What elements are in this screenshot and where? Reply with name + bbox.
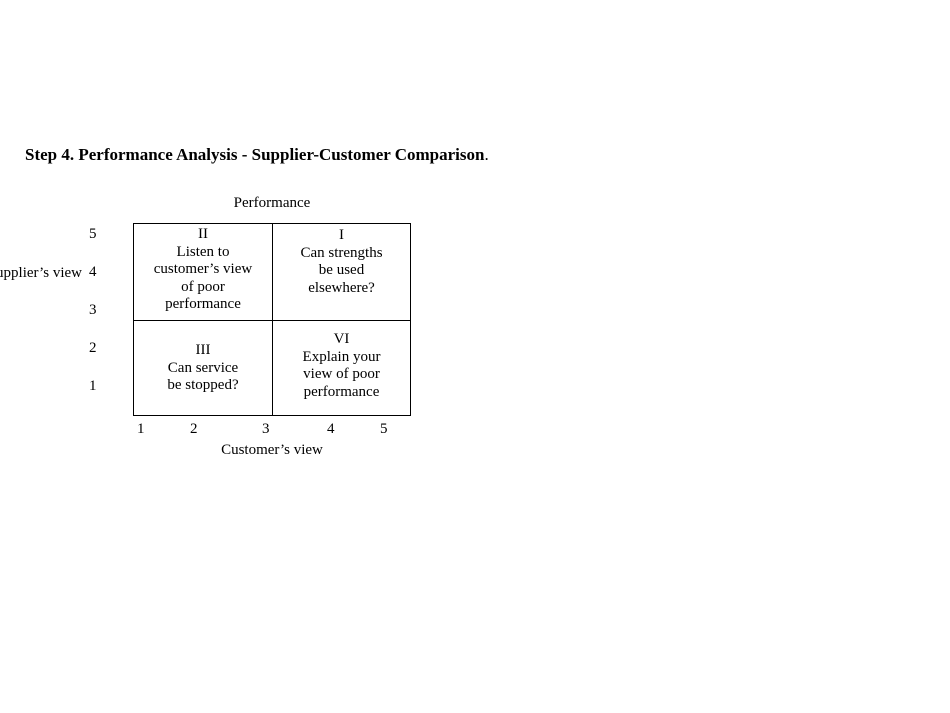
quadrant-text-line: elsewhere? [308,279,375,296]
quadrant-ii: II Listen to customer’s view of poor per… [134,226,272,314]
quadrant-text-line: Can strengths [300,244,383,261]
y-tick-2: 2 [89,340,97,356]
y-tick-4: 4 [89,264,97,280]
y-tick-5: 5 [89,226,97,242]
quadrant-text-line: of poor [181,278,225,295]
quadrant-text-line: customer’s view [153,261,253,277]
quadrant-grid: II Listen to customer’s view of poor per… [133,223,411,416]
x-tick-4: 4 [327,421,335,437]
quadrant-text-line: Listen to [176,243,230,260]
quadrant-iii: III Can service be stopped? [134,342,272,395]
quadrant-numeral: I [339,227,344,243]
quadrant-text-line: performance [303,383,380,400]
quadrant-text-line: view of poor [303,366,380,382]
title-text: Step 4. Performance Analysis - Supplier-… [25,145,485,164]
horizontal-divider [134,320,410,321]
quadrant-text-line: Can service [167,359,239,376]
vertical-divider [272,224,273,415]
x-tick-1: 1 [137,421,145,437]
quadrant-text-line: Explain your [302,348,381,365]
title-suffix: . [484,145,489,164]
quadrant-i: I Can strengths be used elsewhere? [273,227,410,297]
y-tick-1: 1 [89,378,97,394]
x-tick-2: 2 [190,421,198,437]
y-tick-3: 3 [89,302,97,318]
quadrant-text-line: be stopped? [167,377,239,393]
x-tick-5: 5 [380,421,388,437]
quadrant-vi: VI Explain your view of poor performance [273,331,410,401]
page-title: Step 4. Performance Analysis - Supplier-… [25,145,489,165]
quadrant-text-line: performance [165,296,241,312]
performance-label: Performance [233,195,311,211]
quadrant-numeral: II [198,226,208,242]
x-axis-label: Customer’s view [221,442,323,458]
x-tick-3: 3 [262,421,270,437]
quadrant-numeral: VI [333,331,350,347]
quadrant-text-line: be used [318,262,365,278]
y-axis-label: Supplier’s view [0,265,82,281]
quadrant-numeral: III [195,342,211,358]
